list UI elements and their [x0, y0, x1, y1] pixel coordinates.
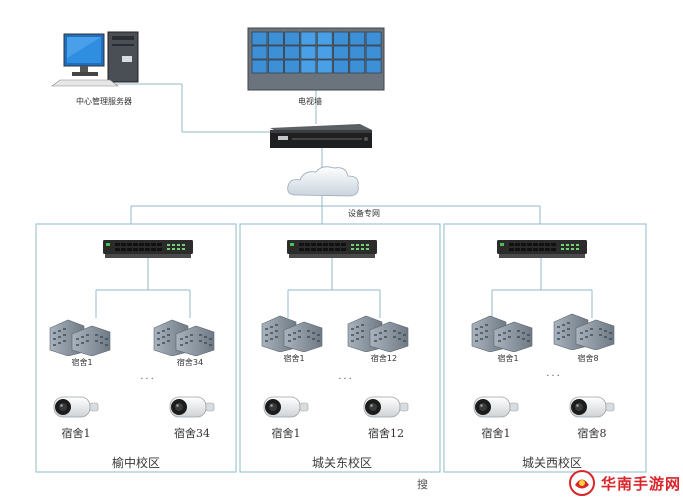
dorm-buildings — [49, 313, 615, 356]
campus-boxes — [35, 223, 647, 473]
dorm-cameras — [53, 396, 615, 418]
tv-screen-tile — [267, 59, 284, 74]
tv-screen-tile — [365, 31, 382, 46]
tv-screen-tile — [300, 45, 317, 60]
network-label: 设备专网 — [348, 209, 380, 218]
campus-2-ellipsis: ··· — [338, 374, 354, 385]
tv-screen-tile — [365, 45, 382, 60]
campus-3-dorm-right-camera-icon — [569, 396, 615, 418]
campus-1-switch-icon — [103, 240, 193, 258]
campus-3-name: 城关西校区 — [521, 456, 583, 470]
tv-wall-icon — [247, 27, 385, 91]
campus-3-dorm-left-building-icon — [471, 315, 533, 352]
campus-3-camera-right-label: 宿舍8 — [577, 427, 607, 440]
watermark: 搜 华南手游网 — [417, 468, 681, 498]
watermark-text: 华南手游网 — [600, 474, 681, 493]
tv-screen-tile — [316, 59, 333, 74]
campus-3-dorm-right-building-icon — [553, 313, 615, 350]
campus-2-switch-icon — [287, 240, 377, 258]
campus-3-box — [443, 223, 647, 473]
campus-2-camera-left-label: 宿舍1 — [271, 427, 301, 440]
campus-2-dorm-right-camera-icon — [363, 396, 409, 418]
tv-screen-tile — [284, 31, 300, 46]
tv-screen-tile — [300, 31, 317, 46]
tv-screen-tile — [333, 45, 349, 60]
tv-screen-tile — [349, 31, 366, 46]
campus-2-box — [239, 223, 441, 473]
campus-2-dorm-left-camera-icon — [263, 396, 309, 418]
campus-3-dorm-left-label: 宿舍1 — [497, 354, 519, 363]
tv-screen-tile — [316, 31, 333, 46]
campus-switches — [103, 240, 587, 258]
tv-screen-tile — [251, 59, 268, 74]
campus-1-dorm-right-camera-icon — [169, 396, 215, 418]
campus-2-dorm-left-building-icon — [261, 315, 323, 352]
campus-2-dorm-right-label: 宿舍12 — [370, 354, 398, 363]
campus-3-ellipsis: ··· — [546, 371, 562, 382]
campus-1-name: 榆中校区 — [111, 456, 161, 470]
campus-1-box — [35, 223, 237, 473]
watermark-partial-text: 搜 — [416, 478, 428, 491]
tv-screen-tile — [300, 59, 317, 74]
campus-1-dorm-left-camera-icon — [53, 396, 99, 418]
tv-screen-tile — [284, 45, 300, 60]
campus-3-dorm-right-label: 宿舍8 — [577, 354, 599, 363]
campus-2-camera-right-label: 宿舍12 — [368, 427, 404, 440]
tv-screen-tile — [333, 59, 349, 74]
tv-screen-tile — [251, 31, 268, 46]
tv-screen-tile — [349, 59, 366, 74]
connection-lines — [95, 83, 593, 318]
tv-screen-tile — [284, 59, 300, 74]
campus-3-switch-icon — [497, 240, 587, 258]
tv-screen-tile — [333, 31, 349, 46]
server-label: 中心管理服务器 — [76, 97, 132, 106]
campus-1-dorm-right-label: 宿舍34 — [176, 358, 204, 367]
campus-1-camera-left-label: 宿舍1 — [61, 427, 91, 440]
campus-2-dorm-left-label: 宿舍1 — [283, 354, 305, 363]
campus-3-dorm-left-camera-icon — [473, 396, 519, 418]
tv-screen-tile — [251, 45, 268, 60]
campus-1-dorm-left-label: 宿舍1 — [71, 358, 93, 367]
tv-screen-tile — [267, 31, 284, 46]
tv-wall-label: 电视墙 — [298, 97, 322, 106]
campus-2-dorm-right-building-icon — [347, 315, 409, 352]
campus-1-dorm-left-building-icon — [49, 319, 111, 356]
campus-1-dorm-right-building-icon — [153, 319, 215, 356]
tv-screen-tile — [267, 45, 284, 60]
tv-screen-tile — [316, 45, 333, 60]
watermark-logo-icon — [568, 470, 595, 496]
campus-1-camera-right-label: 宿舍34 — [174, 427, 210, 440]
nvr-recorder-icon — [270, 124, 372, 148]
server-computer-icon — [51, 31, 139, 87]
campus-1-ellipsis: ··· — [140, 374, 156, 385]
tv-screen-tile — [365, 59, 382, 74]
tv-screen-tile — [349, 45, 366, 60]
campus-3-camera-left-label: 宿舍1 — [481, 427, 511, 440]
campus-2-name: 城关东校区 — [311, 456, 373, 470]
network-cloud-icon — [287, 166, 359, 197]
